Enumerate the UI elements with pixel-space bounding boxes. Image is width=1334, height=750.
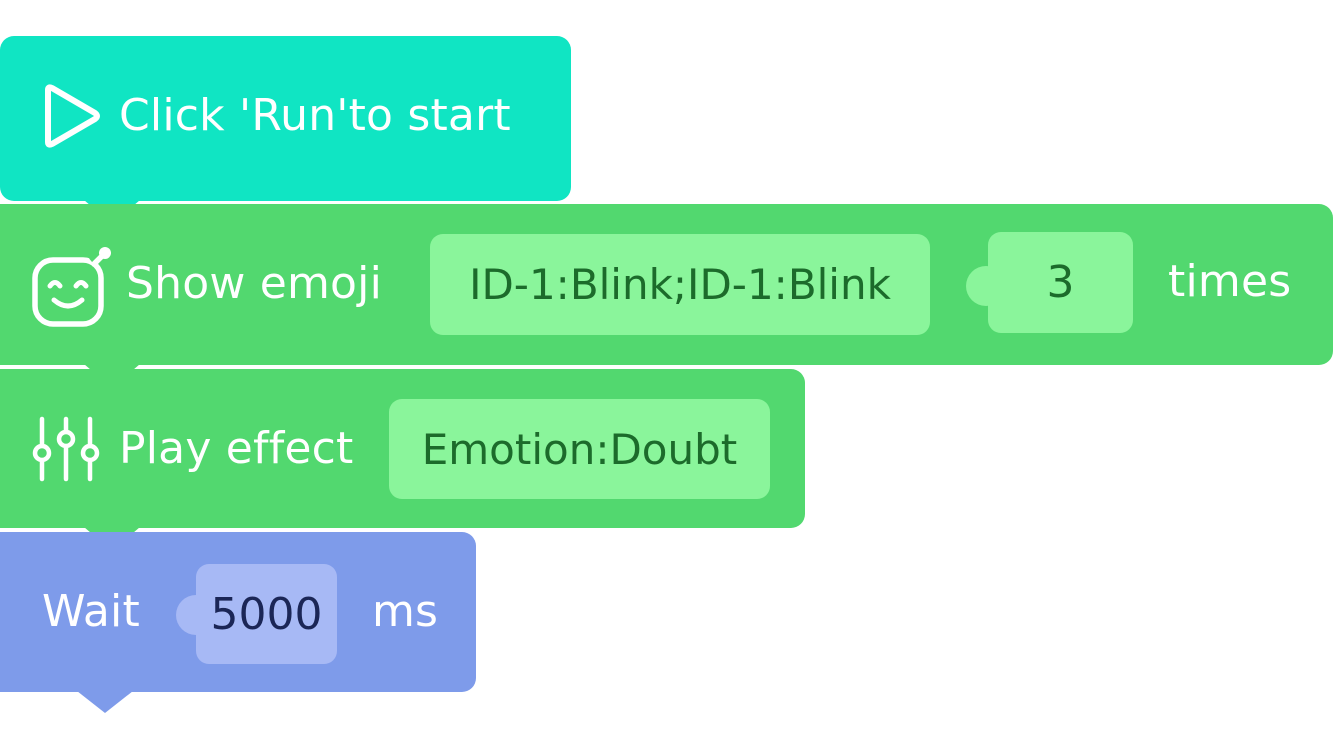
times-input[interactable]: 3 <box>988 232 1133 333</box>
duration-input-value: 5000 <box>210 588 323 640</box>
duration-unit-label: ms <box>372 586 439 637</box>
wait-label: Wait <box>42 586 140 637</box>
emoji-robot-icon <box>32 247 111 327</box>
wait-block-connector <box>77 691 133 713</box>
times-suffix-label: times <box>1168 256 1292 307</box>
start-block-label: Click 'Run'to start <box>119 90 511 141</box>
effect-dropdown-value: Emotion:Doubt <box>421 424 738 474</box>
duration-input[interactable]: 5000 <box>196 564 337 664</box>
times-input-value: 3 <box>1046 257 1075 308</box>
show-emoji-label: Show emoji <box>126 258 383 309</box>
play-effect-label: Play effect <box>119 423 354 474</box>
equalizer-sliders-icon <box>32 416 100 482</box>
show-emoji-block[interactable]: Show emoji ID-1:Blink;ID-1:Blink 3 times <box>0 204 1333 365</box>
effect-dropdown[interactable]: Emotion:Doubt <box>389 399 770 499</box>
start-hat-block[interactable]: Click 'Run'to start <box>0 36 571 201</box>
play-icon <box>45 84 100 148</box>
emoji-dropdown[interactable]: ID-1:Blink;ID-1:Blink <box>430 234 930 335</box>
emoji-dropdown-value: ID-1:Blink;ID-1:Blink <box>469 260 891 309</box>
wait-block[interactable]: Wait 5000 ms <box>0 532 476 692</box>
play-effect-block[interactable]: Play effect Emotion:Doubt <box>0 369 805 528</box>
